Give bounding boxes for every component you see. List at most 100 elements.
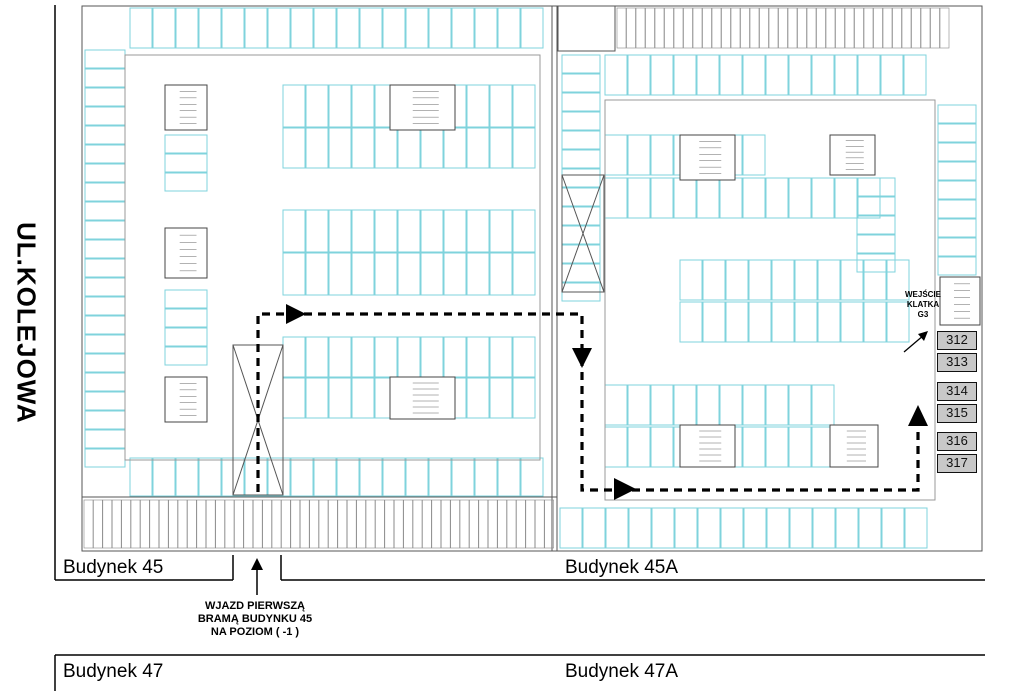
- parking-bay: [627, 426, 651, 468]
- gate-g3-label: WEJŚCIE KLATKA G3: [893, 290, 953, 320]
- parking-bay: [267, 457, 291, 497]
- parking-bay: [937, 123, 977, 143]
- parking-bay: [290, 7, 314, 49]
- storage-unit: [797, 7, 807, 49]
- parking-bay: [84, 258, 126, 278]
- storage-unit: [721, 7, 731, 49]
- parking-bay: [328, 127, 352, 169]
- storage-unit: [375, 499, 385, 549]
- parking-bay: [812, 507, 836, 549]
- parking-bay: [282, 209, 306, 253]
- parking-bay: [374, 209, 398, 253]
- parking-bay: [856, 196, 896, 216]
- parking-bay: [627, 54, 651, 96]
- parking-bay: [466, 336, 490, 378]
- storage-unit: [224, 499, 235, 549]
- storage-unit: [901, 7, 912, 49]
- parking-bay: [84, 410, 126, 430]
- parking-bay: [84, 353, 126, 373]
- parking-bay: [428, 7, 452, 49]
- storage-unit: [616, 7, 627, 49]
- parking-bay: [244, 457, 268, 497]
- entry-note-line: BRAMĄ BUDYNKU 45: [197, 613, 313, 625]
- driving-route: [256, 312, 920, 492]
- storage-unit: [787, 7, 798, 49]
- storage-unit: [478, 499, 489, 549]
- parking-bay: [84, 125, 126, 145]
- parking-bay: [696, 384, 720, 426]
- parking-bay: [84, 448, 126, 468]
- parking-bay: [466, 127, 490, 169]
- parking-bay: [582, 507, 606, 549]
- parking-bay: [84, 315, 126, 335]
- storage-unit: [271, 499, 282, 549]
- storage-unit: [121, 499, 131, 549]
- parking-bay: [650, 384, 674, 426]
- parking-bay: [811, 384, 835, 426]
- parking-bay: [817, 301, 841, 343]
- parking-bay: [374, 252, 398, 296]
- parking-bay: [512, 336, 536, 378]
- storage-unit: [740, 7, 750, 49]
- parking-bay: [328, 252, 352, 296]
- parking-spot-317: 317: [937, 454, 977, 473]
- storage-unit: [346, 499, 357, 549]
- storage-unit: [422, 499, 432, 549]
- storage-unit: [168, 499, 178, 549]
- storage-unit: [356, 499, 366, 549]
- parking-bay: [351, 377, 375, 419]
- parking-bay: [817, 259, 841, 301]
- parking-bay: [164, 289, 208, 309]
- parking-bay: [420, 209, 444, 253]
- entry-arrow-icon: [251, 558, 263, 595]
- parking-bay: [489, 336, 513, 378]
- parking-bay: [679, 301, 703, 343]
- parking-bay: [771, 259, 795, 301]
- parking-bay: [627, 177, 651, 219]
- parking-bay: [673, 177, 697, 219]
- storage-unit: [252, 499, 263, 549]
- parking-bay: [856, 234, 896, 254]
- parking-bay: [221, 7, 245, 49]
- parking-bay: [397, 209, 421, 253]
- parking-bay: [428, 457, 452, 497]
- storage-unit: [645, 7, 655, 49]
- parking-bay: [336, 7, 360, 49]
- storage-unit: [469, 499, 479, 549]
- parking-bay: [351, 209, 375, 253]
- parking-bay: [834, 54, 858, 96]
- parking-bay: [788, 384, 812, 426]
- storage-unit: [626, 7, 636, 49]
- storage-unit: [111, 499, 122, 549]
- parking-bay: [604, 177, 628, 219]
- parking-bay: [788, 177, 812, 219]
- stairwell: [829, 424, 879, 468]
- parking-bay: [697, 507, 721, 549]
- storage-unit: [692, 7, 703, 49]
- parking-bay: [811, 177, 835, 219]
- parking-bay: [420, 127, 444, 169]
- parking-bay: [382, 457, 406, 497]
- parking-bay: [561, 263, 601, 283]
- storage-unit: [487, 499, 498, 549]
- parking-bay: [937, 161, 977, 181]
- parking-bay: [794, 301, 818, 343]
- parking-bay: [420, 252, 444, 296]
- storage-unit: [806, 7, 817, 49]
- parking-bay: [129, 457, 153, 497]
- storage-unit: [525, 499, 536, 549]
- parking-bay: [443, 127, 467, 169]
- parking-bay: [489, 209, 513, 253]
- storage-unit: [243, 499, 254, 549]
- parking-bay: [175, 7, 199, 49]
- storage-unit: [768, 7, 779, 49]
- parking-bay: [858, 507, 882, 549]
- parking-bay: [374, 336, 398, 378]
- storage-unit: [544, 499, 554, 549]
- parking-bay: [451, 457, 475, 497]
- storage-unit: [873, 7, 883, 49]
- parking-bay: [857, 54, 881, 96]
- parking-bay: [152, 457, 176, 497]
- parking-bay: [305, 377, 329, 419]
- parking-bay: [198, 7, 222, 49]
